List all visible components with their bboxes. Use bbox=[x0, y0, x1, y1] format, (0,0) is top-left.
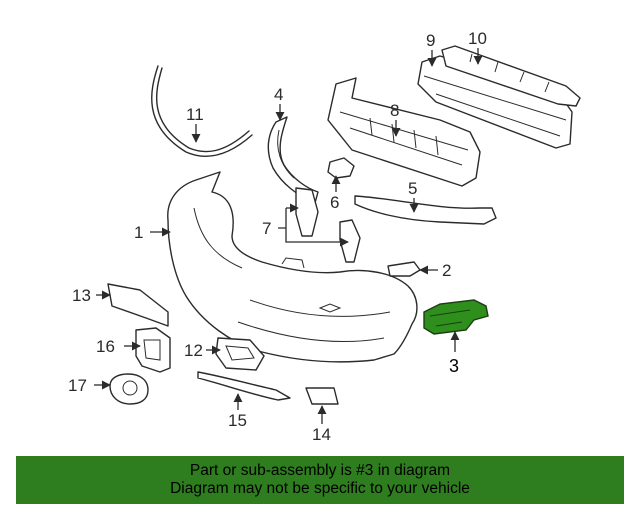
part-6-clip bbox=[327, 157, 355, 179]
part-16-sensor-holder bbox=[135, 327, 171, 373]
callout-4: 4 bbox=[274, 85, 283, 104]
part-7-brackets bbox=[295, 187, 361, 263]
callout-6: 6 bbox=[330, 193, 339, 212]
parts-diagram: 1 2 3 4 5 6 7 8 9 10 11 12 13 14 15 16 1… bbox=[68, 29, 581, 444]
banner-line-1: Part or sub-assembly is #3 in diagram bbox=[189, 462, 451, 479]
info-banner: Part or sub-assembly is #3 in diagram Di… bbox=[16, 456, 624, 504]
callout-14: 14 bbox=[312, 425, 331, 444]
part-17-sensor bbox=[109, 373, 149, 405]
callout-16: 16 bbox=[96, 337, 115, 356]
callout-11: 11 bbox=[186, 105, 204, 124]
part-15-lower-molding bbox=[197, 371, 291, 401]
callout-10: 10 bbox=[468, 29, 487, 48]
part-12-lamp-bezel bbox=[215, 337, 265, 371]
callout-15: 15 bbox=[228, 411, 247, 430]
callout-3: 3 bbox=[449, 356, 459, 376]
callout-7: 7 bbox=[262, 219, 271, 238]
callout-1: 1 bbox=[134, 223, 143, 242]
part-14-cover bbox=[305, 387, 339, 405]
part-3-bracket-highlighted bbox=[423, 299, 489, 335]
callout-17: 17 bbox=[68, 376, 87, 395]
part-4-bracket bbox=[267, 116, 319, 204]
callout-5: 5 bbox=[408, 179, 417, 198]
banner-line-2: Diagram may not be specific to your vehi… bbox=[170, 480, 470, 497]
callout-9: 9 bbox=[426, 31, 435, 50]
callout-8: 8 bbox=[390, 101, 399, 120]
part-8-absorber bbox=[327, 77, 481, 187]
part-2-trim bbox=[387, 261, 421, 277]
part-13-bracket bbox=[107, 283, 169, 327]
part-5-strip bbox=[354, 195, 497, 225]
part-9-reinforcement bbox=[417, 55, 573, 149]
callout-12: 12 bbox=[184, 341, 203, 360]
leader-lines bbox=[94, 48, 483, 424]
part-11-molding bbox=[151, 65, 253, 157]
callout-13: 13 bbox=[72, 286, 91, 305]
callout-2: 2 bbox=[442, 261, 451, 280]
